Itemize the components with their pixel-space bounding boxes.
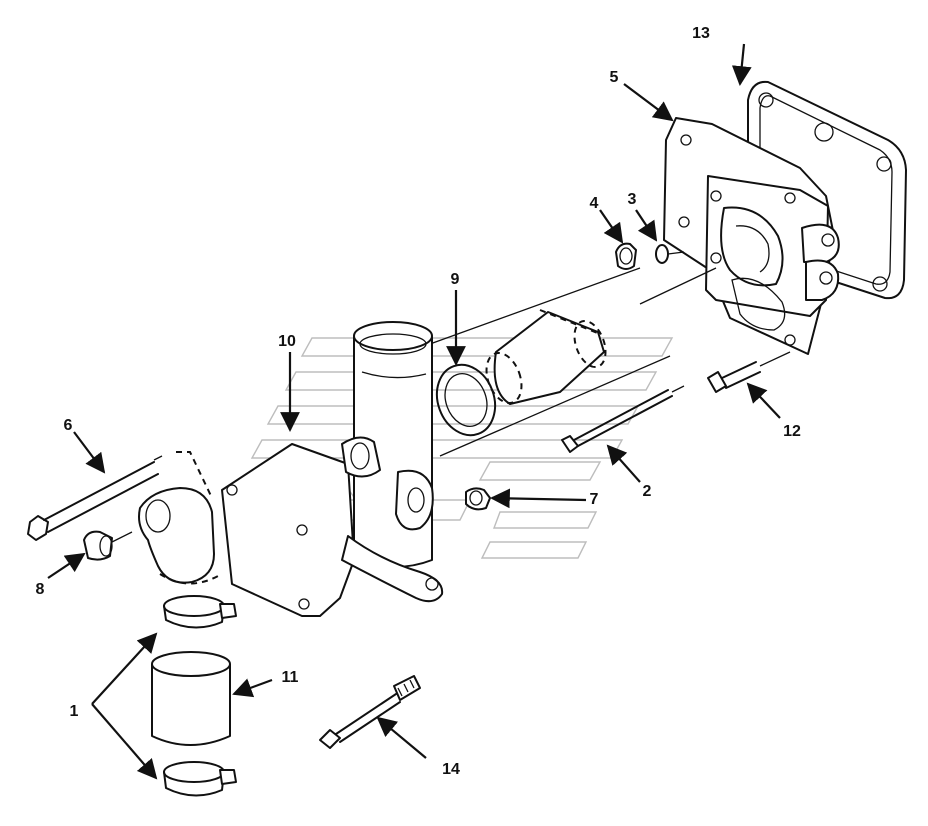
callout-14: 14 [442,761,460,778]
callout-9: 9 [451,271,460,288]
part-5-housing [639,117,840,355]
part-14-sensor [319,675,421,749]
callout-8: 8 [36,581,45,598]
callout-7: 7 [590,491,599,508]
callout-labels: 1 2 3 4 5 6 7 8 9 10 11 12 13 14 [36,25,801,778]
thermostat [429,267,671,457]
callout-13: 13 [692,25,710,42]
part-13-gasket [747,80,907,300]
part-6-bolt [27,455,163,541]
part-3-o-ring [655,244,685,264]
part-9-seal [435,363,497,437]
callout-1: 1 [70,703,79,720]
callout-12: 12 [783,423,801,440]
leader-lines [47,43,781,780]
part-1-clamp-lower [163,761,237,797]
part-10-housing [221,321,444,617]
callout-10: 10 [278,333,296,350]
elbow-hose [138,451,219,585]
part-12-bolt [707,351,791,393]
part-11-hose [151,651,231,746]
part-8-spacer [83,530,133,561]
callout-5: 5 [610,69,619,86]
callout-2: 2 [643,483,652,500]
callout-11: 11 [282,669,299,686]
part-4-plug [615,242,637,270]
part-1-clamp-upper [163,595,237,629]
part-2-bolt [561,385,685,453]
callout-3: 3 [628,191,637,208]
callout-6: 6 [64,417,73,434]
callout-4: 4 [590,195,599,212]
part-7-fitting [465,487,491,511]
